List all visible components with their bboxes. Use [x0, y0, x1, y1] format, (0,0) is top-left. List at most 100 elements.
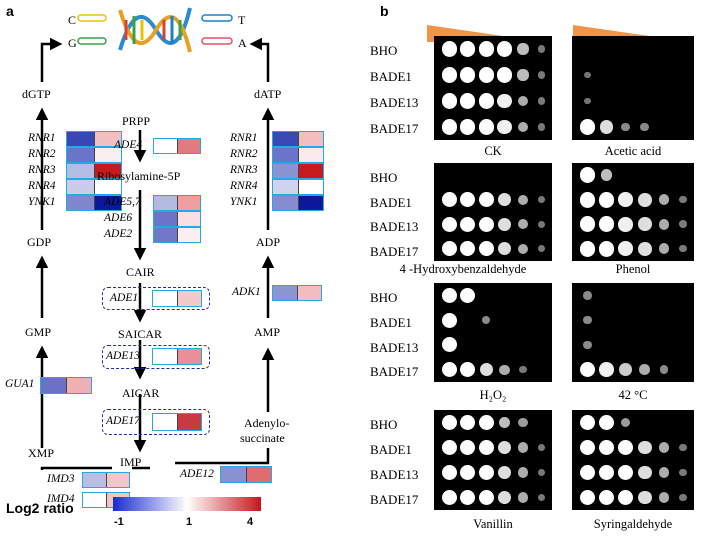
colony-spot	[460, 464, 476, 481]
gene-right-rnr2: RNR2	[230, 148, 258, 160]
metabolite-gdp: GDP	[27, 235, 52, 249]
colony-spot	[583, 291, 592, 300]
strain-label-bade1: BADE1	[370, 314, 412, 330]
colony-spot	[658, 467, 670, 478]
heatmap-cell	[297, 148, 323, 162]
colony-spot	[441, 464, 457, 481]
gene-left-rnr1: RNR1	[28, 132, 56, 144]
colony-spot	[620, 417, 631, 428]
strain-label-bade13: BADE13	[370, 339, 419, 355]
colony-spot	[517, 69, 529, 81]
colony-spot	[658, 194, 670, 206]
strain-label-bade1: BADE1	[370, 69, 412, 84]
colony-spot	[478, 439, 494, 456]
colony-spot	[621, 122, 630, 132]
gene-ade12: ADE12	[180, 468, 214, 480]
heatmap-row-right-2	[272, 163, 324, 179]
colony-spot	[498, 416, 511, 429]
colony-spot	[658, 442, 670, 453]
colony-spot	[478, 216, 494, 232]
heatmap-ade4	[153, 138, 201, 154]
heatmap-cell	[93, 164, 121, 178]
colony-spot	[618, 241, 633, 257]
colony-spot	[517, 492, 529, 503]
colony-spot	[441, 241, 457, 257]
heatmap-cell	[176, 212, 200, 226]
gene-ade4: ADE4	[114, 139, 143, 151]
heatmap-cell	[153, 349, 177, 364]
colony-spot	[617, 439, 634, 456]
heatmap-cell	[273, 180, 298, 194]
heatmap-cell	[296, 286, 321, 300]
colony-spot	[598, 414, 615, 431]
metabolite-xmp: XMP	[28, 446, 55, 460]
strain-label-bade13: BADE13	[370, 467, 419, 482]
colony-spot	[441, 93, 457, 109]
legend-color-bar	[113, 497, 261, 511]
colony-spot	[617, 489, 634, 506]
colony-spot	[583, 315, 592, 325]
metabolite-imp: IMP	[120, 455, 142, 469]
heatmap-cell	[297, 196, 323, 210]
gene-left-rnr2: RNR2	[28, 148, 56, 160]
colony-spot	[460, 216, 476, 232]
gene-ade13: ADE13	[106, 350, 140, 362]
heatmap-row-left-2	[66, 163, 122, 179]
colony-spot	[679, 443, 687, 452]
heatmap-row-right-1	[272, 147, 324, 163]
colony-spot	[460, 93, 476, 109]
colony-spot	[517, 219, 529, 230]
metabolite-ribosylamine: Ribosylamine-5P	[97, 169, 181, 183]
gene-right-rnr3: RNR3	[230, 164, 258, 176]
panel-a-pathway: a C G T A	[5, 3, 324, 528]
colony-spot	[517, 43, 529, 55]
metabolite-dgtp: dGTP	[22, 87, 51, 101]
base-t: T	[238, 13, 246, 27]
colony-spot	[497, 193, 512, 207]
heatmap-cell	[153, 414, 177, 430]
colony-spot	[579, 489, 596, 506]
gene-ade6: ADE6	[104, 212, 133, 224]
colony-spot	[481, 316, 491, 325]
colony-spot	[583, 340, 592, 350]
heatmap-row-left-1	[66, 147, 122, 163]
colony-spot	[600, 169, 613, 182]
metabolite-cair: CAIR	[126, 265, 155, 279]
colony-spot	[579, 240, 596, 257]
metabolite-datp: dATP	[254, 87, 282, 101]
heatmap-cell	[297, 164, 323, 178]
colony-spot	[478, 119, 494, 135]
heatmap-row-right-3	[272, 179, 324, 195]
heatmap-row-right-4	[272, 195, 324, 211]
heatmap-cell	[67, 180, 94, 194]
heatmap-cell	[41, 378, 66, 393]
colony-spot	[441, 337, 457, 353]
dna-helix-icon	[77, 7, 233, 53]
metabolite-amp: AMP	[254, 325, 281, 339]
condition-h2o2: H₂O₂	[479, 388, 507, 402]
metabolite-adp: ADP	[256, 235, 281, 249]
metabolite-prpp: PRPP	[122, 114, 151, 128]
gene-ade17: ADE17	[106, 415, 140, 427]
colony-spot	[517, 467, 529, 478]
colony-spot	[497, 440, 512, 455]
colony-spot	[598, 191, 615, 208]
colony-spot	[517, 243, 529, 254]
colony-spot	[537, 493, 546, 502]
colony-spot	[679, 468, 687, 477]
colony-spot	[637, 217, 652, 232]
colony-spot	[460, 119, 476, 135]
colony-spot	[479, 363, 493, 377]
colony-spot	[658, 218, 670, 230]
colony-spot	[637, 440, 652, 455]
colony-spot	[598, 439, 615, 456]
legend-tick-mid: 1	[186, 516, 193, 528]
base-c: C	[68, 13, 77, 27]
colony-spot	[679, 493, 687, 502]
colony-spot	[441, 414, 457, 431]
colony-spot	[478, 489, 494, 506]
gene-ade2: ADE2	[104, 228, 133, 240]
colony-spot	[598, 240, 615, 257]
gene-left-rnr4: RNR4	[28, 180, 56, 192]
